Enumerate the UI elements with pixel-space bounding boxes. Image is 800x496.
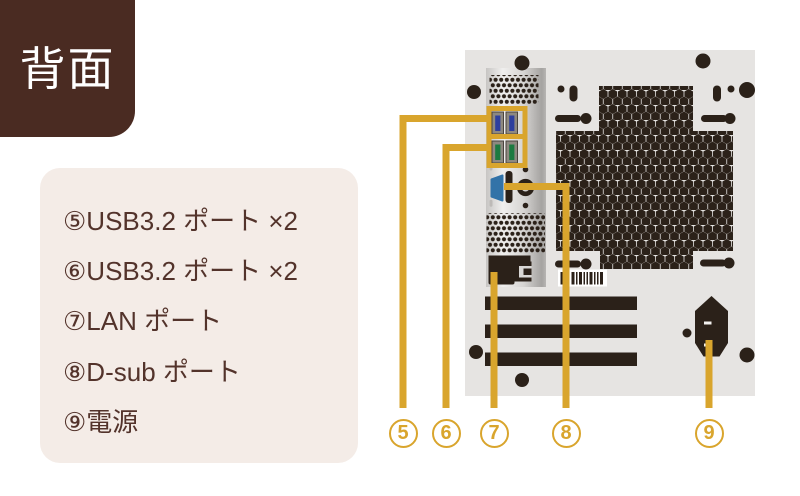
callout-circle-6: 6 [431,418,461,448]
expansion-slots [485,296,637,366]
legend-item-usb-bottom: ⑥USB3.2 ポート ×2 [63,256,299,287]
screw-icon [469,345,483,359]
screw-icon [695,53,711,69]
callout-lines [399,115,713,408]
callout-line-6 [442,144,450,408]
callout-line-7 [490,272,498,408]
callout-number: 9 [703,422,715,444]
callout-circle-9: 9 [694,418,724,448]
callout-number: 6 [440,422,452,444]
callout-line-6 [442,144,491,151]
screws [467,53,755,387]
hex-vent [556,86,733,269]
screw-icon [467,85,481,99]
callout-circle-5: 5 [388,418,418,448]
keyhole-slots [557,85,735,102]
callout-line-8 [562,183,570,408]
callout-line-5 [399,115,491,122]
screw-icon [739,82,755,98]
mount-rods [555,113,736,270]
io-vent-top [489,75,539,104]
callout-number: 5 [397,422,409,444]
legend-item-usb-top: ⑤USB3.2 ポート ×2 [63,205,299,236]
screw-icon [739,347,755,363]
usb-highlight-box [486,106,528,168]
port-legend: ⑤USB3.2 ポート ×2 ⑥USB3.2 ポート ×2 ⑦LAN ポート ⑧… [40,168,358,463]
callout-line-5 [399,115,407,408]
io-vent-middle [486,213,545,253]
legend-item-lan: ⑦LAN ポート [63,306,223,337]
screw-icon [515,373,529,387]
legend-item-dsub: ⑧D-sub ポート [63,356,241,387]
callout-line-9 [705,340,713,408]
page-title: 背面 [19,42,116,95]
callout-number: 8 [560,422,572,444]
callout-number: 7 [488,422,500,444]
section-header: 背面 [0,0,135,137]
callout-line-8 [504,183,570,190]
screw-icon [514,55,530,71]
callout-circle-8: 8 [551,418,581,448]
callout-circle-7: 7 [479,418,509,448]
screw-icon [682,328,692,338]
legend-item-power: ⑨電源 [63,407,139,438]
